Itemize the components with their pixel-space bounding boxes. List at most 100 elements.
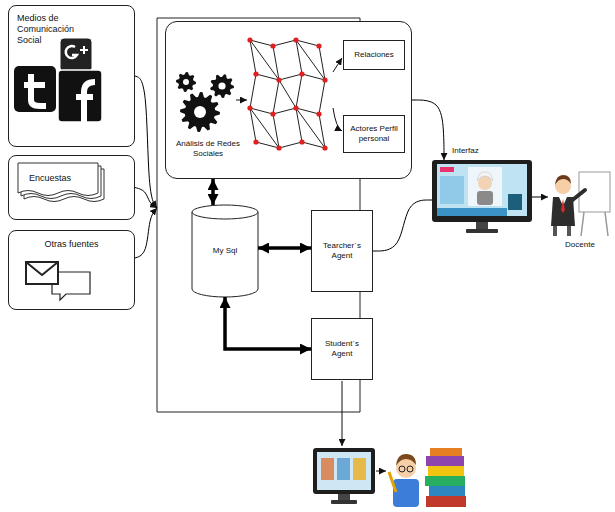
student-monitor (321, 458, 334, 480)
student-monitor (313, 448, 375, 494)
student-figure (389, 448, 466, 507)
network-graph (270, 43, 275, 48)
network-graph (316, 43, 321, 48)
gears-icon (176, 72, 196, 92)
gears-icon (210, 74, 234, 98)
network-graph (293, 105, 298, 110)
analysis-box: RelacionesActores Perfil personalAnálisi… (165, 21, 412, 179)
network-graph (293, 37, 298, 42)
teacher-figure (570, 190, 585, 202)
node-label: Student´s Agent (315, 339, 369, 358)
network-graph (322, 145, 327, 150)
node-label: Tearcher´s Agent (315, 241, 369, 260)
interface-monitor (466, 229, 498, 233)
teacher-figure (555, 175, 571, 185)
mail-icon (26, 262, 58, 275)
network-graph (299, 71, 304, 76)
teacher-figure (551, 172, 610, 236)
network-arrows (236, 58, 342, 131)
interface-monitor (440, 176, 464, 204)
network-graph (250, 108, 279, 148)
network-graph (279, 80, 296, 108)
node-label: Actores Perfil personal (347, 124, 401, 143)
network-arrows (236, 100, 247, 101)
network-graph (247, 37, 327, 150)
survey-papers (18, 163, 98, 196)
connector-arrow (532, 197, 548, 198)
node-label: Relaciones (354, 50, 394, 60)
facebook-icon (58, 70, 102, 122)
connector-arrow (135, 76, 157, 208)
network-graph (276, 145, 281, 150)
gears-icon (218, 82, 225, 89)
student-monitor (317, 452, 371, 490)
node-label: Otras fuentes (14, 239, 129, 250)
network-graph (273, 80, 279, 114)
network-graph (296, 40, 302, 74)
database-cylinder (192, 205, 258, 219)
node-label: My Sql (213, 246, 237, 256)
node-label: Medios de Comunicación Social (17, 13, 81, 45)
connector-arrow (211, 179, 215, 205)
twitter-icon (14, 66, 56, 112)
system-box: RelacionesActores Perfil personalAnálisi… (157, 18, 360, 412)
student-figure (389, 472, 396, 492)
facebook-icon (76, 94, 93, 100)
network-graph (276, 77, 281, 82)
node-label: Encuestas (29, 173, 99, 184)
network-graph (273, 114, 279, 148)
connector-arrow (135, 208, 157, 258)
connector-arrow (225, 297, 311, 349)
interface-monitor (508, 194, 522, 210)
interface-monitor (477, 172, 493, 181)
connector-arrow (135, 188, 157, 209)
network-graph (247, 105, 252, 110)
network-graph (319, 46, 325, 80)
student-figure (430, 448, 462, 456)
network-graph (319, 80, 325, 114)
network-graph (296, 40, 325, 80)
student-figure (428, 466, 464, 476)
network-graph (273, 40, 296, 46)
node-label: Docente (548, 240, 612, 250)
interface-monitor (468, 167, 502, 206)
interface-monitor: Interfaz (432, 160, 532, 234)
gears-icon (180, 92, 220, 132)
connector-layer (135, 76, 548, 349)
teacher-figure (555, 226, 569, 236)
network-arrows (333, 58, 342, 72)
network-graph (247, 37, 252, 42)
twitter-icon (31, 74, 46, 106)
network-graph (273, 46, 279, 80)
network-graph (270, 111, 275, 116)
interface-monitor (432, 160, 532, 222)
connector-arrow (373, 200, 432, 251)
network-graph (250, 108, 256, 142)
interface-monitor (476, 222, 488, 229)
student-figure (396, 454, 416, 466)
process-box: Relaciones (343, 40, 405, 70)
googleplus-icon (60, 38, 92, 72)
network-graph (253, 71, 258, 76)
twitter-icon (24, 82, 45, 88)
source-box: Medios de Comunicación Social (8, 5, 135, 147)
twitter-icon (14, 66, 56, 112)
teacher-figure: Docente (548, 168, 612, 254)
network-graph (319, 114, 325, 148)
student-monitor (342, 381, 343, 446)
network-graph (253, 139, 258, 144)
network-graph (296, 108, 302, 142)
network-graph (316, 111, 321, 116)
agent-box: Tearcher´s Agent (311, 210, 373, 292)
database: My Sql (192, 205, 258, 297)
student-figure (425, 476, 465, 486)
network-graph (296, 74, 302, 108)
network-graph (299, 139, 304, 144)
node-label: Interfaz (452, 146, 512, 156)
connector-arrow (258, 246, 311, 250)
gears-icon (176, 72, 234, 132)
network-graph (250, 74, 256, 108)
network-graph (302, 74, 325, 80)
